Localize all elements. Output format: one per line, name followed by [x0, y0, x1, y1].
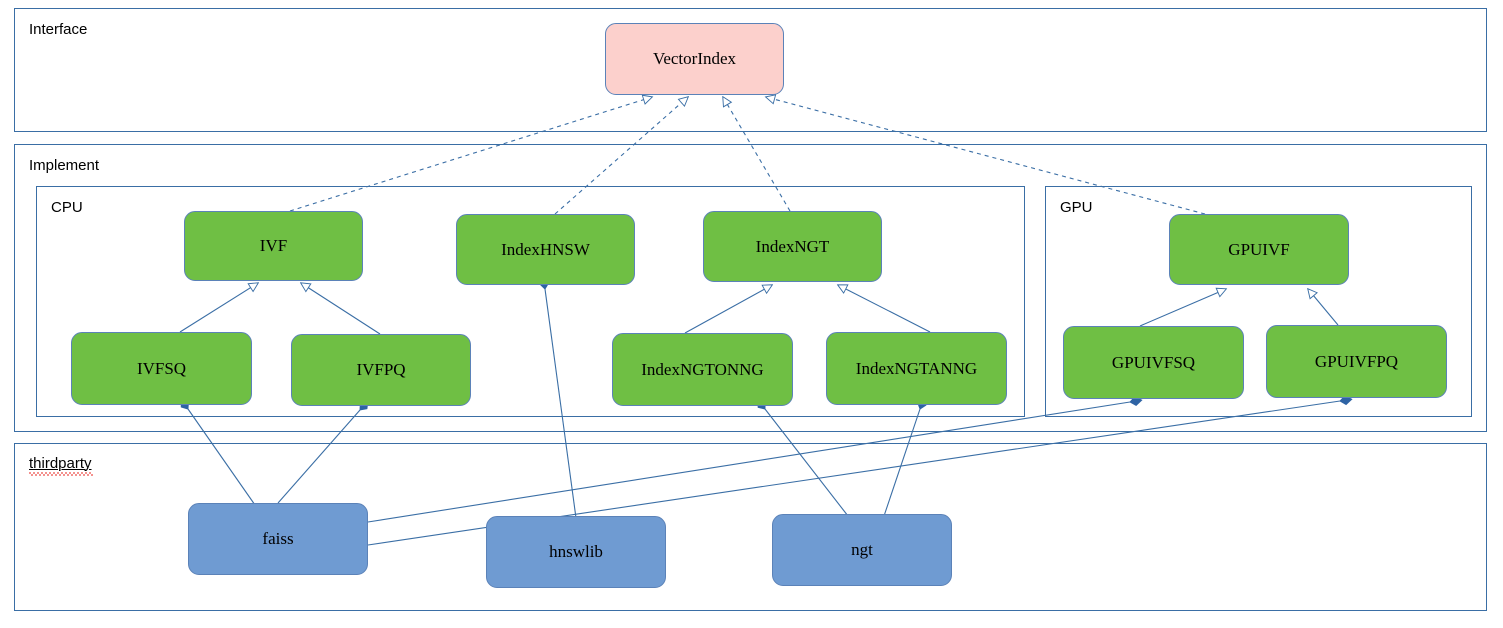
node-indexngtonng[interactable]: IndexNGTONNG: [612, 333, 793, 406]
node-label-indexngt: IndexNGT: [755, 236, 830, 256]
node-indexhnsw[interactable]: IndexHNSW: [456, 214, 635, 285]
node-ivf[interactable]: IVF: [184, 211, 363, 281]
container-label-gpu: GPU: [1060, 199, 1093, 216]
node-label-indexngtanng: IndexNGTANNG: [855, 358, 978, 378]
node-label-gpuivfsq: GPUIVFSQ: [1111, 352, 1196, 372]
node-ngt[interactable]: ngt: [772, 514, 952, 586]
node-label-ivf: IVF: [259, 236, 288, 255]
node-label-indexngtonng: IndexNGTONNG: [641, 359, 764, 379]
node-label-faiss: faiss: [262, 529, 294, 548]
container-label-cpu: CPU: [51, 199, 83, 216]
thirdparty-misspelled-text: thirdparty: [29, 455, 93, 476]
node-ivfpq[interactable]: IVFPQ: [291, 334, 471, 406]
node-label-ivfsq: IVFSQ: [136, 358, 187, 378]
node-faiss[interactable]: faiss: [188, 503, 368, 575]
node-indexngtanng[interactable]: IndexNGTANNG: [826, 332, 1007, 405]
node-vectorindex[interactable]: VectorIndex: [605, 23, 784, 95]
node-label-vectorindex: VectorIndex: [652, 49, 737, 68]
container-label-interface: Interface: [29, 21, 88, 38]
node-label-gpuivf: GPUIVF: [1228, 239, 1290, 259]
node-ivfsq[interactable]: IVFSQ: [71, 332, 252, 405]
node-label-indexhnsw: IndexHNSW: [501, 239, 590, 259]
node-gpuivfsq[interactable]: GPUIVFSQ: [1063, 326, 1244, 399]
container-label-thirdparty: thirdparty: [29, 455, 93, 476]
node-indexngt[interactable]: IndexNGT: [703, 211, 882, 282]
node-hnswlib[interactable]: hnswlib: [486, 516, 666, 588]
node-label-gpuivfpq: GPUIVFPQ: [1314, 351, 1399, 371]
node-gpuivf[interactable]: GPUIVF: [1169, 214, 1349, 285]
container-label-implement: Implement: [29, 157, 100, 174]
node-label-hnswlib: hnswlib: [549, 542, 603, 561]
node-gpuivfpq[interactable]: GPUIVFPQ: [1266, 325, 1447, 398]
node-label-ngt: ngt: [851, 540, 873, 559]
node-label-ivfpq: IVFPQ: [356, 360, 406, 379]
